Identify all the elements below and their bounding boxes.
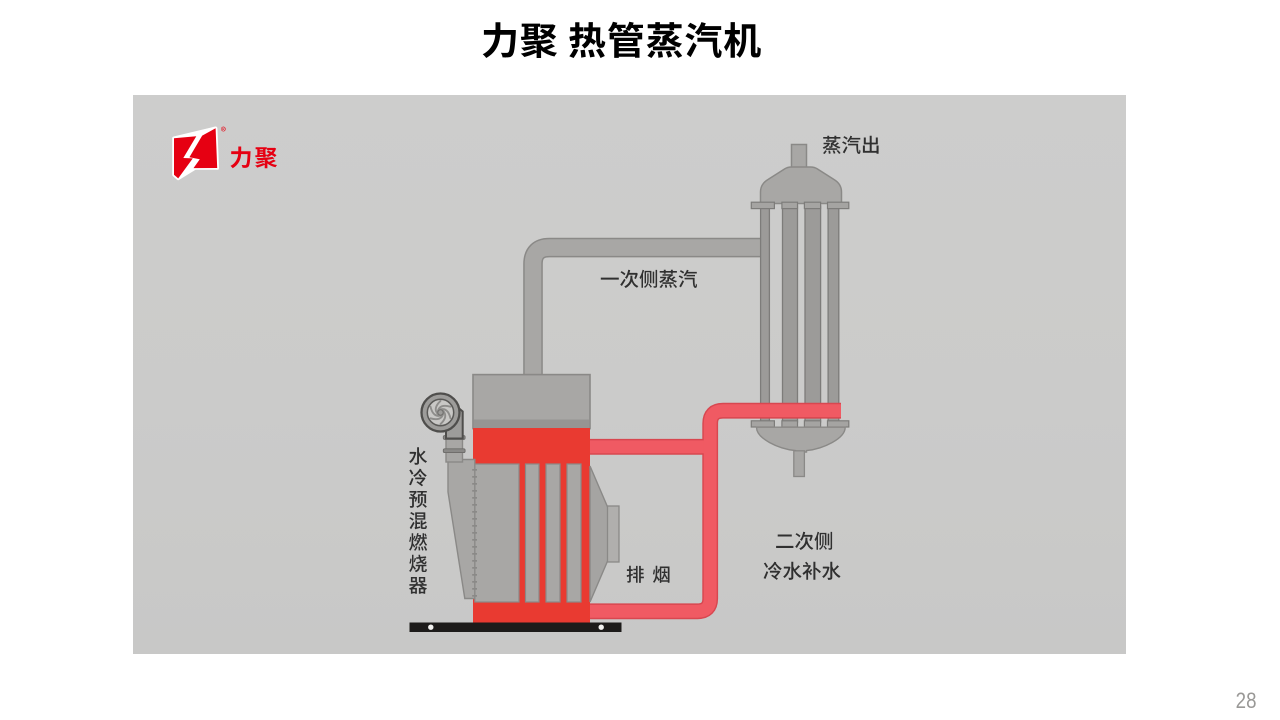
logo-registered-ghost: ® bbox=[220, 127, 228, 136]
secondary-water-pipe bbox=[589, 402, 841, 620]
fan-blade bbox=[429, 405, 442, 417]
logo-registered-icon bbox=[221, 126, 226, 132]
hx-bottom-dome bbox=[755, 426, 846, 453]
boiler-top-shell-shadow bbox=[473, 419, 590, 429]
boiler-panels bbox=[474, 463, 582, 603]
hx-tubesheet-cap bbox=[803, 201, 822, 210]
boiler-panel bbox=[524, 463, 540, 603]
fan-duct-flange-2 bbox=[442, 448, 466, 454]
hx-tubesheet-cap bbox=[826, 420, 850, 428]
boiler-panel bbox=[474, 463, 520, 603]
fan-blade bbox=[439, 408, 452, 420]
burner-tick bbox=[472, 567, 477, 569]
base-bolt-right bbox=[598, 624, 604, 630]
burner-tick bbox=[472, 532, 477, 534]
hx-tubesheet-cap bbox=[750, 420, 775, 428]
logo-wordmark bbox=[230, 146, 278, 169]
hx-tube-bundle bbox=[759, 205, 840, 423]
hx-top-tubesheet bbox=[750, 201, 850, 210]
label-secondary-line2: 冷水补水 bbox=[763, 561, 841, 584]
burner-tick bbox=[472, 539, 477, 541]
hx-bottom-tubesheet bbox=[750, 420, 850, 428]
burner-wedge bbox=[447, 458, 476, 600]
burner-tick bbox=[472, 553, 477, 555]
label-secondary-line1: 二次侧 bbox=[775, 531, 834, 554]
hx-tubesheet-cap bbox=[803, 420, 822, 428]
page-number: 28 bbox=[1235, 688, 1256, 713]
burner-tick bbox=[472, 504, 477, 506]
burner-tick bbox=[472, 574, 477, 576]
burner-tick bbox=[472, 490, 477, 492]
burner bbox=[420, 392, 477, 600]
company-logo bbox=[172, 126, 278, 181]
fan-blade bbox=[429, 412, 445, 421]
logo-bolt-left bbox=[174, 136, 197, 179]
hx-tube bbox=[827, 205, 840, 423]
burner-tick bbox=[472, 497, 477, 499]
base-bolt-left bbox=[428, 624, 434, 630]
fan-blade bbox=[436, 404, 452, 413]
flue-cone bbox=[589, 465, 609, 603]
flue-outlet bbox=[606, 505, 620, 563]
hx-tube bbox=[759, 205, 771, 423]
burner-tick bbox=[472, 511, 477, 513]
burner-tick bbox=[472, 518, 477, 520]
hx-tubesheet-cap bbox=[750, 201, 775, 210]
primary-pipe-fill bbox=[524, 239, 768, 375]
base-skid bbox=[409, 622, 622, 632]
boiler-panel bbox=[566, 463, 582, 603]
burner-tick bbox=[472, 469, 477, 471]
primary-steam-pipe bbox=[523, 237, 768, 375]
label-burner: 水冷预混燃烧器 bbox=[407, 447, 429, 599]
hx-tube bbox=[804, 205, 822, 423]
secondary-loop-fill bbox=[589, 404, 841, 618]
hx-tubesheet-cap bbox=[781, 201, 799, 210]
label-primary-steam: 一次侧蒸汽 bbox=[600, 269, 698, 292]
burner-tick bbox=[472, 483, 477, 485]
burner-tick bbox=[472, 546, 477, 548]
fan-blade bbox=[434, 399, 442, 416]
fan-blower bbox=[420, 392, 464, 440]
burner-tick bbox=[472, 560, 477, 562]
hx-tubesheet-cap bbox=[781, 420, 799, 428]
burner-tick bbox=[472, 525, 477, 527]
boiler bbox=[472, 373, 620, 624]
label-steam-out: 蒸汽出 bbox=[822, 135, 881, 158]
boiler-panel bbox=[545, 463, 561, 603]
slide-title: 力聚 热管蒸汽机 bbox=[481, 21, 762, 69]
hx-drain-nozzle bbox=[793, 450, 806, 478]
burner-tick bbox=[472, 595, 477, 597]
primary-pipe-outline bbox=[523, 237, 768, 375]
logo-bolt-right bbox=[189, 128, 218, 169]
hx-top-dome bbox=[759, 166, 843, 205]
hx-tube bbox=[781, 205, 799, 423]
hx-tubesheet-cap bbox=[826, 201, 850, 210]
label-exhaust: 排 烟 bbox=[626, 565, 673, 587]
logo-text-ghost: 力聚 bbox=[229, 146, 281, 170]
heat-exchanger bbox=[750, 143, 850, 478]
base-bar bbox=[409, 622, 622, 632]
diagram-panel bbox=[132, 94, 1126, 654]
fan-blade bbox=[439, 409, 447, 426]
fan-hub bbox=[437, 409, 444, 416]
burner-tick bbox=[472, 476, 477, 478]
burner-tick bbox=[472, 588, 477, 590]
fan-impeller-icon bbox=[429, 399, 452, 426]
burner-ticks bbox=[472, 469, 477, 597]
burner-tick bbox=[472, 581, 477, 583]
